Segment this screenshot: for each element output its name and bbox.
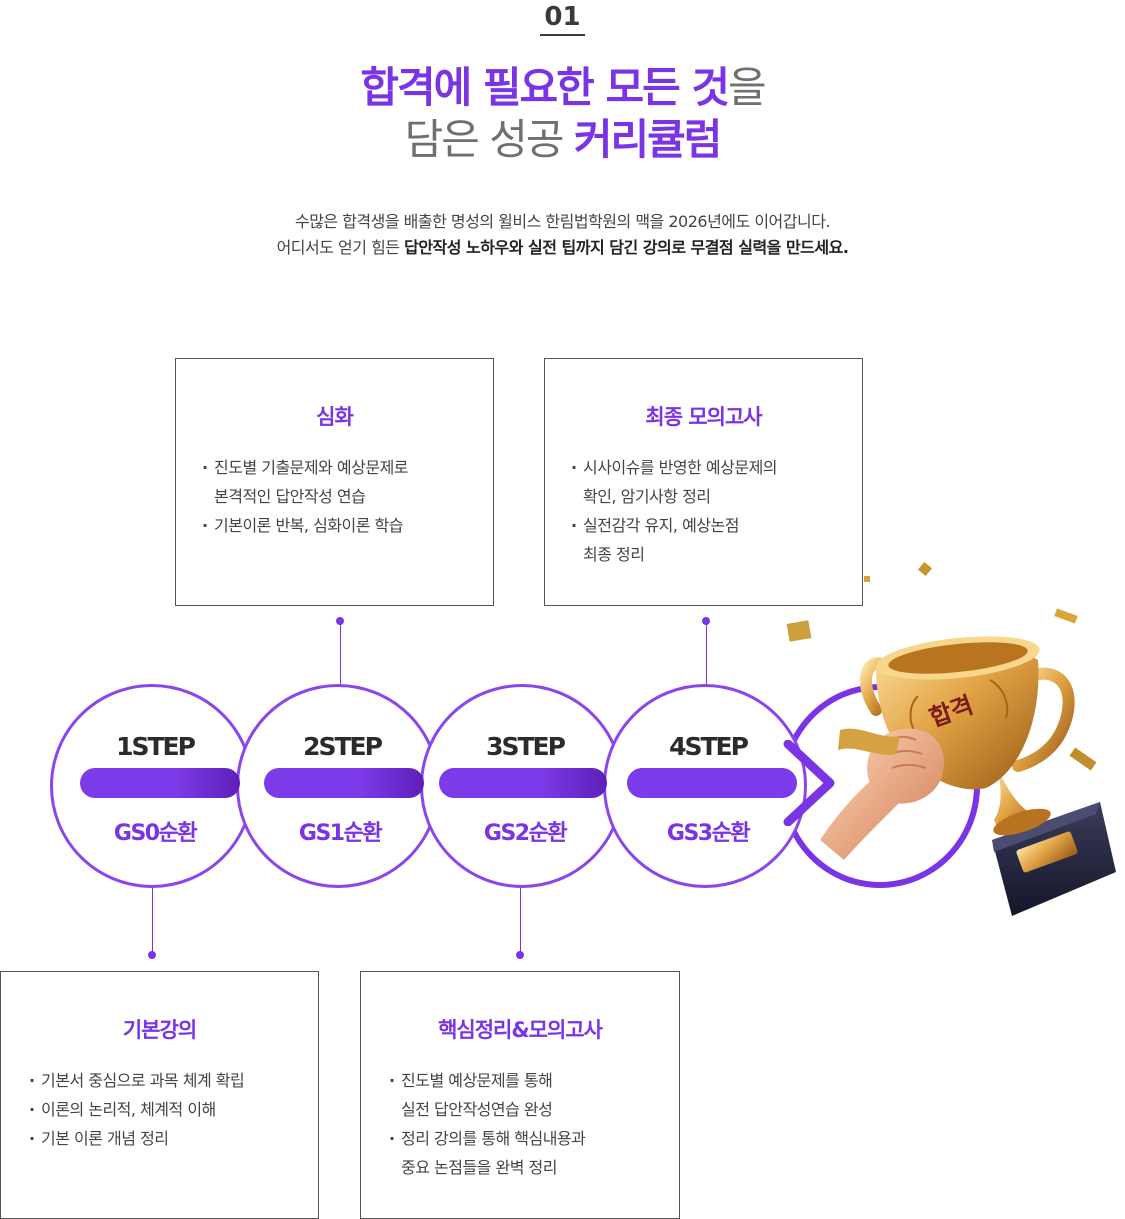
- step-bar-4: [627, 768, 797, 798]
- trophy-fist-icon: 합격: [786, 561, 1116, 916]
- step-label-3: 3STEP: [486, 732, 566, 761]
- headline: 합격에 필요한 모든 것을 담은 성공 커리큘럼: [0, 62, 1125, 166]
- step-sub-2: GS1순환: [298, 821, 383, 846]
- description: 수많은 합격생을 배출한 명성의 윌비스 한림법학원의 맥을 2026년에도 이…: [0, 209, 1125, 261]
- connector-dot: [148, 951, 156, 959]
- description-line-2b: 답안작성 노하우와 실전 팁까지 담긴 강의로 무결점 실력을 만드세요.: [404, 238, 849, 257]
- card-title: 최종 모의고사: [645, 405, 762, 429]
- card-basic: 기본강의 기본서 중심으로 과목 체계 확립 이론의 논리적, 체계적 이해 기…: [0, 971, 319, 1219]
- section-number: 01: [0, 2, 1125, 36]
- step-bar-2: [264, 768, 424, 798]
- card-title: 심화: [316, 405, 354, 429]
- card-item: 이론의 논리적, 체계적 이해: [29, 1095, 318, 1124]
- step-sub-3: GS2순환: [483, 821, 568, 846]
- connector-dot: [516, 951, 524, 959]
- headline-text-1: 을: [728, 63, 767, 112]
- connector-line: [706, 621, 707, 685]
- description-line-2a: 어디서도 얻기 힘든: [276, 238, 405, 257]
- trophy-illustration: 합격: [780, 540, 1125, 960]
- step-sub-1: GS0순환: [113, 821, 198, 846]
- card-item: 기본이론 반복, 심화이론 학습: [202, 511, 493, 540]
- card-title: 핵심정리&모의고사: [438, 1018, 603, 1042]
- connector-line: [152, 888, 153, 954]
- step-label-1: 1STEP: [116, 732, 196, 761]
- step-bar-1: [80, 768, 240, 798]
- headline-highlight-1: 합격에 필요한 모든 것: [360, 63, 730, 112]
- headline-highlight-2: 커리큘럼: [573, 115, 723, 164]
- connector-line: [340, 621, 341, 685]
- headline-text-2: 담은 성공: [404, 115, 574, 164]
- card-item: 기본 이론 개념 정리: [29, 1124, 318, 1153]
- card-item: 기본서 중심으로 과목 체계 확립: [29, 1066, 318, 1095]
- arrow-right-icon: [783, 740, 835, 826]
- step-sub-4: GS3순환: [666, 821, 751, 846]
- step-bar-3: [439, 768, 607, 798]
- step-label-2: 2STEP: [303, 732, 383, 761]
- description-line-1: 수많은 합격생을 배출한 명성의 윌비스 한림법학원의 맥을 2026년에도 이…: [294, 212, 831, 231]
- connector-line: [520, 888, 521, 954]
- step-label-4: 4STEP: [669, 732, 749, 761]
- card-title: 기본강의: [122, 1018, 197, 1042]
